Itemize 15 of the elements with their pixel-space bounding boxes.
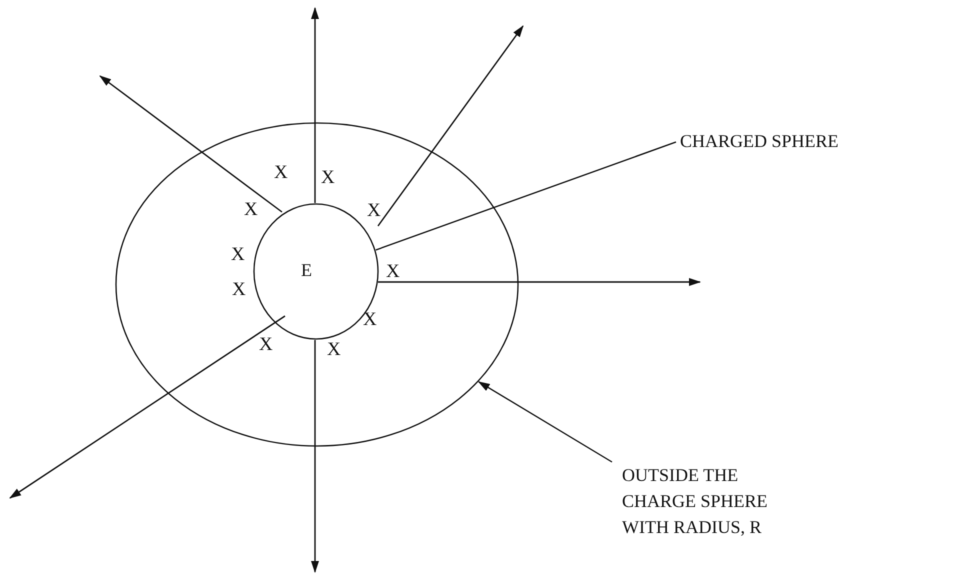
charge-mark: X <box>274 163 288 182</box>
charge-mark: X <box>259 335 273 354</box>
arrow <box>478 381 612 463</box>
callout-label: OUTSIDE THE CHARGE SPHERE WITH RADIUS, R <box>622 464 769 539</box>
callout-label: CHARGED SPHERE <box>680 130 840 153</box>
field-symbol: E <box>301 259 312 281</box>
charge-mark: X <box>327 340 341 359</box>
charge-mark: X <box>244 200 258 219</box>
charge-mark: X <box>231 245 245 264</box>
charge-mark: X <box>232 280 246 299</box>
charge-mark: X <box>321 168 335 187</box>
charge-mark: X <box>367 201 381 220</box>
charge-mark: X <box>386 262 400 281</box>
leader-line <box>376 141 676 251</box>
charge-mark: X <box>363 310 377 329</box>
